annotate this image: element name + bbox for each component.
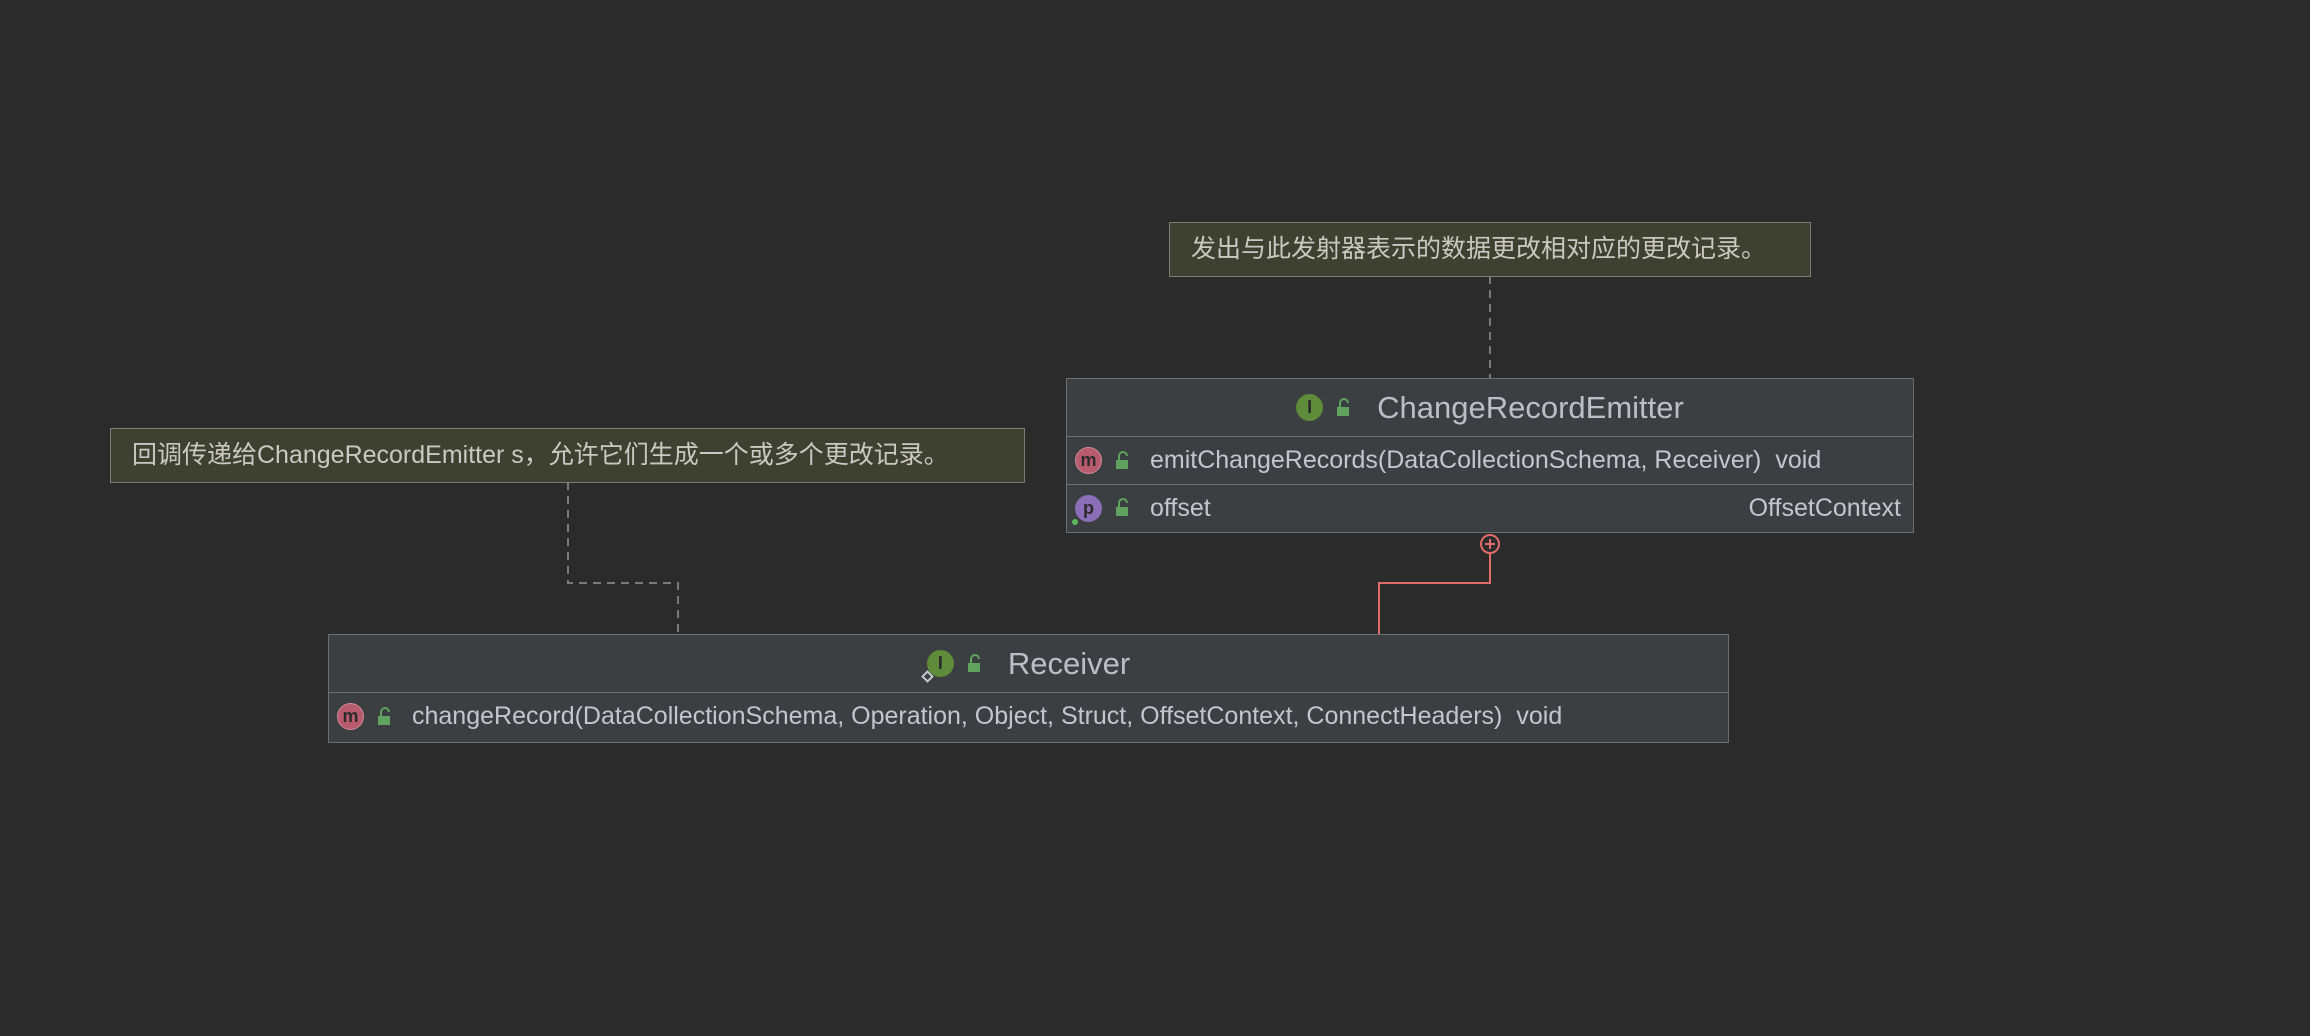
emitter-property-name: offset <box>1150 493 1211 522</box>
interface-icon: I <box>1296 394 1324 421</box>
receiver-title: Receiver <box>1007 645 1131 681</box>
receiver-note-text: 回调传递给ChangeRecordEmitter s，允许它们生成一个或多个更改… <box>132 441 949 469</box>
circle-plus-icon <box>1480 534 1500 554</box>
change-record-emitter-node[interactable]: I ChangeRecordEmitter m emitChangeRecord… <box>1066 378 1914 533</box>
method-icon: m <box>1075 447 1102 474</box>
public-lock-icon <box>378 706 390 725</box>
public-lock-icon <box>1116 450 1128 469</box>
public-lock-icon <box>1116 498 1128 516</box>
property-dot-icon <box>1072 518 1078 525</box>
emitter-note[interactable]: 发出与此发射器表示的数据更改相对应的更改记录。 <box>1169 222 1811 277</box>
receiver-note[interactable]: 回调传递给ChangeRecordEmitter s，允许它们生成一个或多个更改… <box>110 428 1025 483</box>
receiver-node[interactable]: I Receiver m changeRecord(DataCollection… <box>328 634 1729 743</box>
receiver-note-connector <box>567 482 679 634</box>
change-record-emitter-title: ChangeRecordEmitter <box>1377 389 1684 425</box>
emitter-property-row[interactable]: p offset OffsetContext <box>1067 484 1913 531</box>
receiver-header[interactable]: I Receiver <box>329 635 1728 693</box>
method-icon: m <box>337 703 364 730</box>
emitter-method-return-type: void <box>1775 446 1822 474</box>
pin-icon <box>920 670 934 683</box>
emitter-method-signature: emitChangeRecords(DataCollectionSchema, … <box>1150 446 1762 474</box>
emitter-property-type: OffsetContext <box>1748 493 1901 522</box>
receiver-method-return-type: void <box>1516 702 1563 730</box>
property-icon: p <box>1072 494 1102 525</box>
interface-icon: I <box>920 650 954 683</box>
emitter-method-row[interactable]: m emitChangeRecords(DataCollectionSchema… <box>1067 437 1913 484</box>
emitter-note-text: 发出与此发射器表示的数据更改相对应的更改记录。 <box>1191 235 1767 263</box>
receiver-method-signature: changeRecord(DataCollectionSchema, Opera… <box>412 702 1503 730</box>
change-record-emitter-header[interactable]: I ChangeRecordEmitter <box>1067 379 1913 437</box>
public-lock-icon <box>967 653 980 672</box>
public-lock-icon <box>1337 397 1350 416</box>
receiver-method-row[interactable]: m changeRecord(DataCollectionSchema, Ope… <box>329 693 1728 740</box>
inner-class-connector <box>1378 552 1491 634</box>
